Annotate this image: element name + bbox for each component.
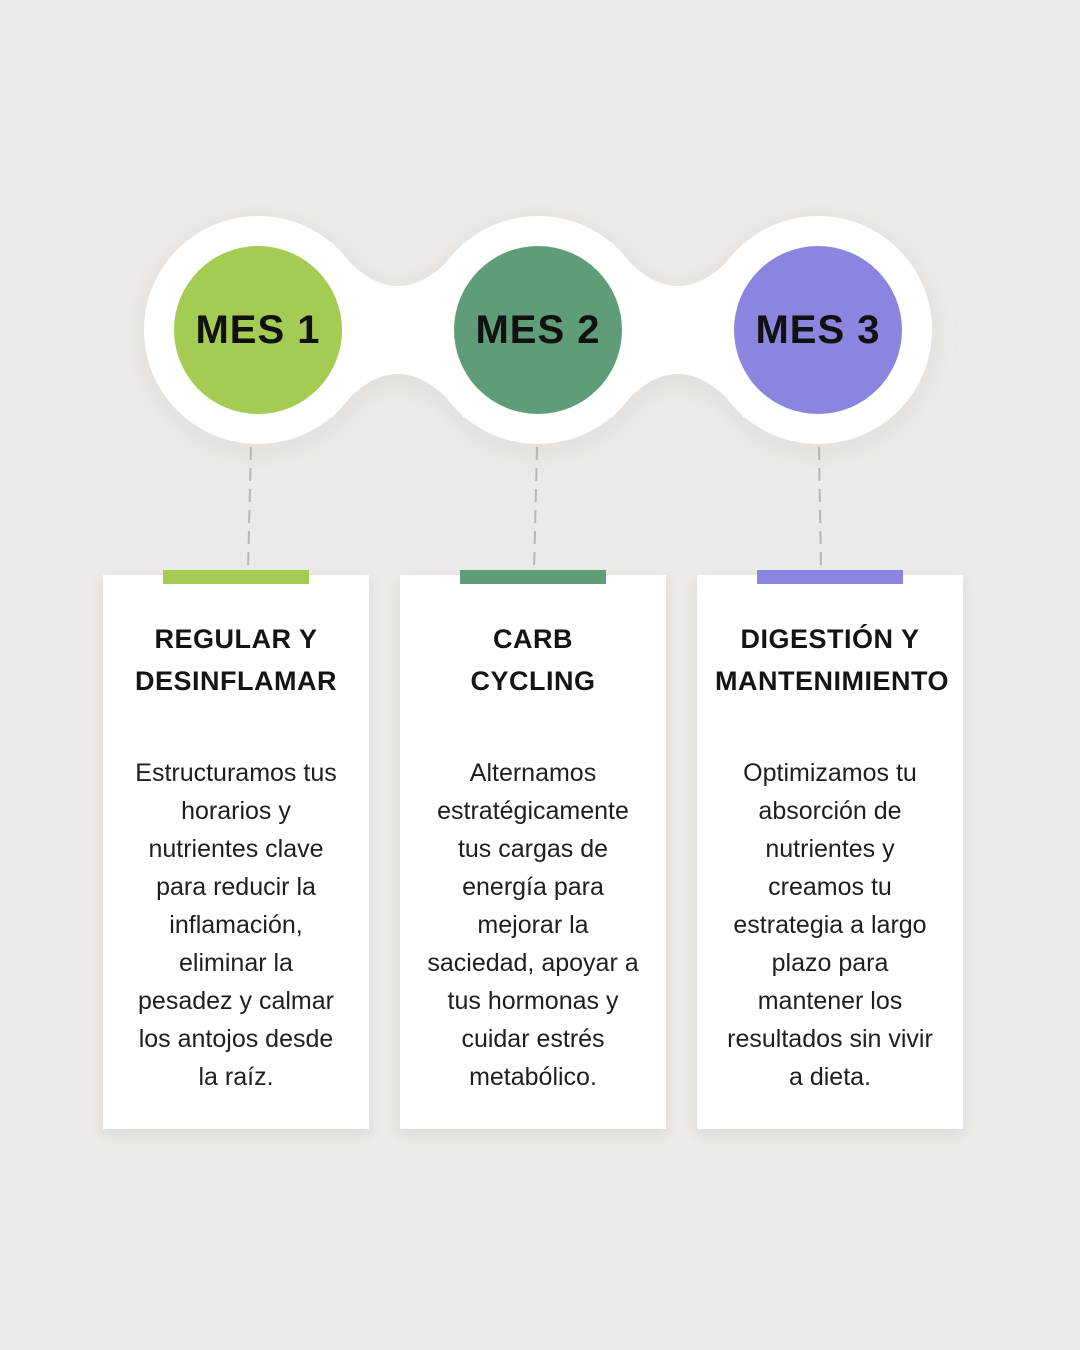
dashed-connector-1 xyxy=(247,446,252,571)
card-title-1-line-2: DESINFLAMAR xyxy=(135,666,337,696)
month-circle-1 xyxy=(174,246,342,414)
month-circle-2 xyxy=(454,246,622,414)
card-title-1-line-1: REGULAR Y xyxy=(154,624,318,654)
card-accent-bar-1 xyxy=(163,570,309,584)
card-body-1: Estructuramos tus horarios y nutrientes … xyxy=(135,759,337,1091)
card-accent-bar-3 xyxy=(757,570,903,584)
card-title-3-line-1: DIGESTIÓN Y xyxy=(740,624,920,654)
card-accent-bar-2 xyxy=(460,570,606,584)
card-body-3: Optimizamos tu absorción de nutrientes y… xyxy=(727,759,933,1091)
blob-connector-1 xyxy=(332,242,464,418)
card-title-2-line-1: CARB xyxy=(493,624,573,654)
month-label-3: MES 3 xyxy=(755,308,881,352)
blob-connector-2 xyxy=(612,242,744,418)
month-circle-3 xyxy=(734,246,902,414)
card-title-2-line-2: CYCLING xyxy=(470,666,596,696)
month-card-2: CARB CYCLING Alternamos estratégicamente … xyxy=(400,570,666,1129)
card-body-2: Alternamos estratégicamente tus cargas d… xyxy=(427,759,639,1091)
dashed-connector-2 xyxy=(533,446,538,571)
month-label-1: MES 1 xyxy=(195,308,321,352)
month-card-3: DIGESTIÓN Y MANTENIMIENTO Optimizamos tu … xyxy=(697,570,963,1129)
month-card-1: REGULAR Y DESINFLAMAR Estructuramos tus h… xyxy=(103,570,369,1129)
card-title-2: CARB CYCLING xyxy=(418,618,648,702)
dashed-connector-3 xyxy=(818,446,822,571)
card-title-1: REGULAR Y DESINFLAMAR xyxy=(121,618,351,702)
month-label-2: MES 2 xyxy=(475,308,601,352)
card-title-3: DIGESTIÓN Y MANTENIMIENTO xyxy=(715,618,949,702)
card-title-3-line-2: MANTENIMIENTO xyxy=(715,666,949,696)
